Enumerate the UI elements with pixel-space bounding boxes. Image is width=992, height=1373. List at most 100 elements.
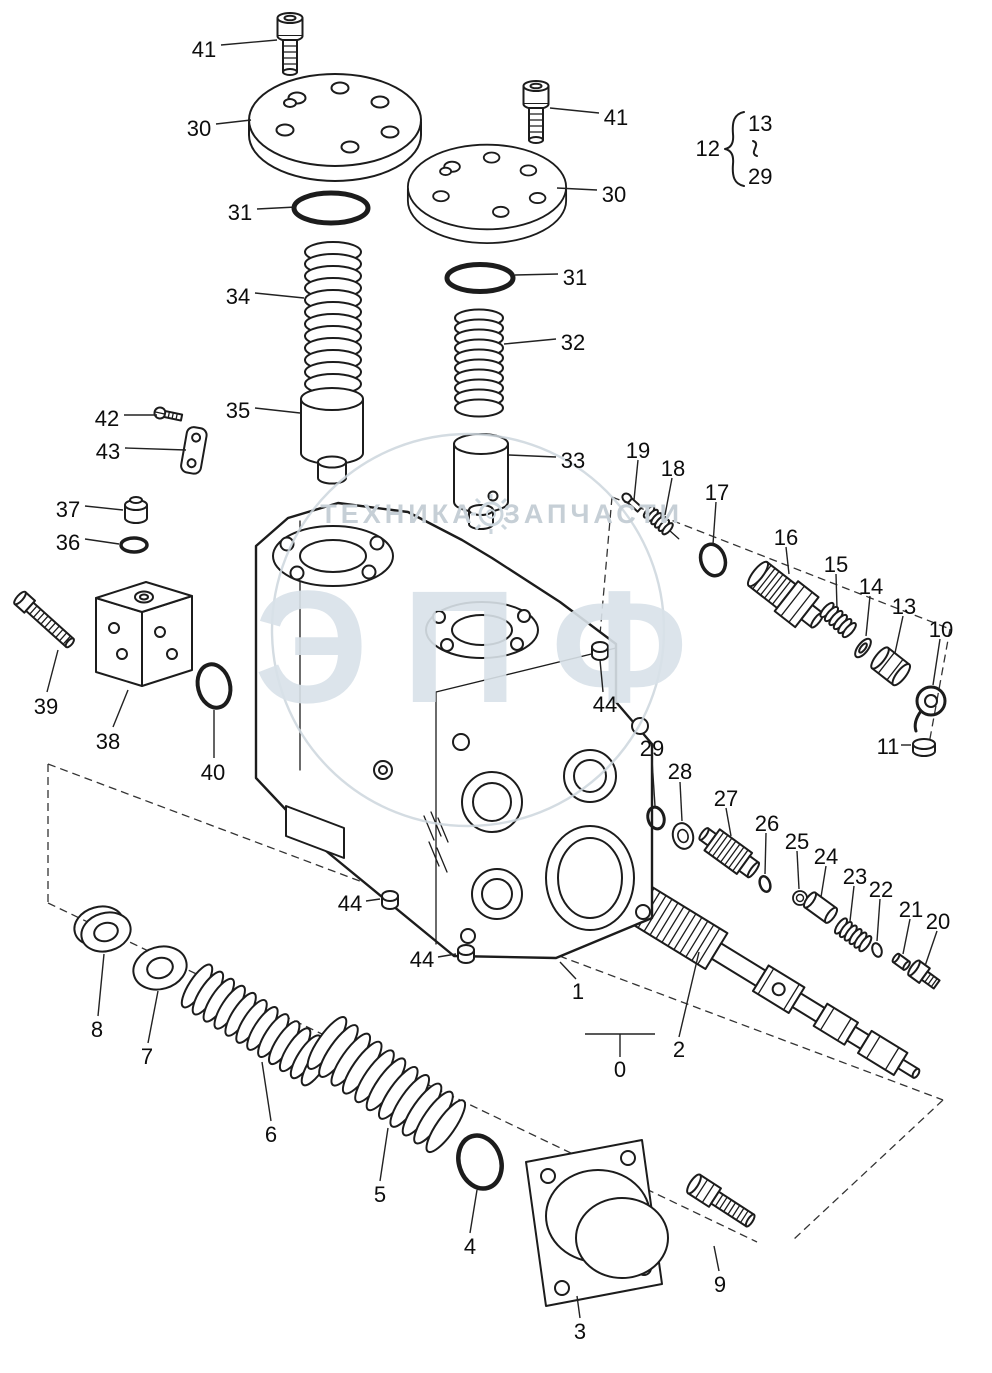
- leader-line-13: [894, 615, 904, 654]
- callout-33: 33: [561, 448, 585, 473]
- part-42-screw: [153, 406, 184, 422]
- part-35-plug: [300, 387, 364, 485]
- callout-24: 24: [814, 844, 838, 869]
- leader-line-33: [508, 454, 557, 458]
- callout-43: 43: [96, 439, 120, 464]
- leader-line-28: [679, 781, 683, 822]
- leader-line-5: [379, 1127, 389, 1182]
- callout-11: 11: [877, 734, 900, 759]
- leader-line-19: [633, 459, 639, 501]
- leader-line-44: [365, 898, 381, 902]
- leader-line-8: [97, 953, 105, 1017]
- callout-29-range-to: 29: [748, 164, 772, 189]
- leader-line-39: [46, 649, 59, 693]
- callout-20: 20: [926, 909, 950, 934]
- part-23-spring: [831, 915, 875, 954]
- callout-27: 27: [714, 786, 738, 811]
- part-6-spring: [175, 959, 339, 1091]
- callout-4: 4: [464, 1234, 476, 1259]
- part-41-screw-right: [522, 80, 550, 144]
- part-40-oring: [195, 662, 233, 710]
- part-27-fitting: [698, 827, 761, 879]
- callout-37: 37: [56, 497, 80, 522]
- leader-line-43: [124, 447, 187, 451]
- leader-line-41: [220, 39, 278, 46]
- callout-32: 32: [561, 330, 585, 355]
- leader-line-21: [902, 918, 911, 955]
- part-15-spring: [817, 599, 859, 641]
- range-brace: [724, 111, 745, 187]
- callout-6: 6: [265, 1122, 277, 1147]
- leader-line-14: [865, 595, 871, 637]
- callout-41: 41: [192, 37, 216, 62]
- leader-line-16: [785, 546, 790, 575]
- leader-line-30: [556, 187, 598, 191]
- part-37-plug: [124, 496, 148, 524]
- callout-40: 40: [201, 760, 225, 785]
- part-16-fitting: [746, 560, 825, 629]
- leader-line-18: [664, 477, 673, 516]
- callout-3: 3: [574, 1319, 586, 1344]
- part-17-oring: [698, 542, 728, 578]
- part-32-spring: [454, 308, 504, 418]
- leader-line-44: [599, 659, 604, 693]
- leader-line-26: [764, 832, 767, 875]
- part-3-flange-cover: [525, 1139, 669, 1307]
- part-26-oring: [758, 874, 772, 894]
- leader-line-2: [678, 951, 700, 1038]
- callout-14: 14: [859, 574, 883, 599]
- callout-18: 18: [661, 456, 685, 481]
- leader-line-4: [469, 1189, 478, 1234]
- leader-line-25: [796, 850, 800, 890]
- part-9-bolt: [686, 1173, 756, 1228]
- part-22-ring: [871, 942, 883, 958]
- part-33-plug: [453, 433, 509, 530]
- leader-line-7: [147, 990, 159, 1044]
- part-13-nut: [870, 646, 912, 687]
- leader-line-32: [503, 338, 557, 345]
- part-8-cup: [73, 905, 132, 953]
- leader-line-41: [549, 107, 600, 114]
- part-31-oring-right: [444, 262, 516, 294]
- callout-9: 9: [714, 1272, 726, 1297]
- leader-line-31: [514, 273, 559, 276]
- part-18-spring: [641, 503, 680, 540]
- leader-line-24: [820, 865, 827, 898]
- leader-line-29: [651, 759, 656, 807]
- leader-line-10: [932, 638, 941, 686]
- range-squiggle-icon: [752, 140, 758, 157]
- body-top-flange-1: [272, 525, 394, 587]
- range-group-12: 12 13 29: [696, 111, 772, 189]
- part-20-plug: [907, 959, 941, 990]
- leader-line-44: [437, 953, 457, 958]
- leader-line-37: [84, 505, 124, 511]
- callout-8: 8: [91, 1017, 103, 1042]
- callout-0: 0: [614, 1057, 626, 1082]
- leader-line-30: [215, 119, 252, 125]
- callout-1: 1: [572, 979, 584, 1004]
- callout-44: 44: [593, 692, 617, 717]
- leader-line-20: [924, 930, 938, 967]
- part-34-spring: [304, 241, 362, 395]
- callout-7: 7: [141, 1044, 153, 1069]
- callout-25: 25: [785, 829, 809, 854]
- callout-31: 31: [228, 200, 252, 225]
- leader-line-27: [725, 807, 732, 837]
- callout-29: 29: [640, 736, 664, 761]
- part-28-oring: [671, 822, 695, 850]
- callout-13-range-from: 13: [748, 111, 772, 136]
- leader-line-36: [84, 538, 120, 545]
- callout-44: 44: [338, 891, 362, 916]
- callout-16: 16: [774, 525, 798, 550]
- leader-line-35: [254, 407, 301, 414]
- callout-42: 42: [95, 406, 119, 431]
- part-24-sleeve: [802, 891, 839, 924]
- part-39-bolt: [13, 590, 75, 649]
- callout-21: 21: [899, 897, 923, 922]
- leader-line-38: [112, 689, 129, 728]
- leader-line-22: [876, 898, 881, 942]
- part-30-cover-right: [406, 143, 568, 245]
- leader-line-15: [835, 573, 838, 609]
